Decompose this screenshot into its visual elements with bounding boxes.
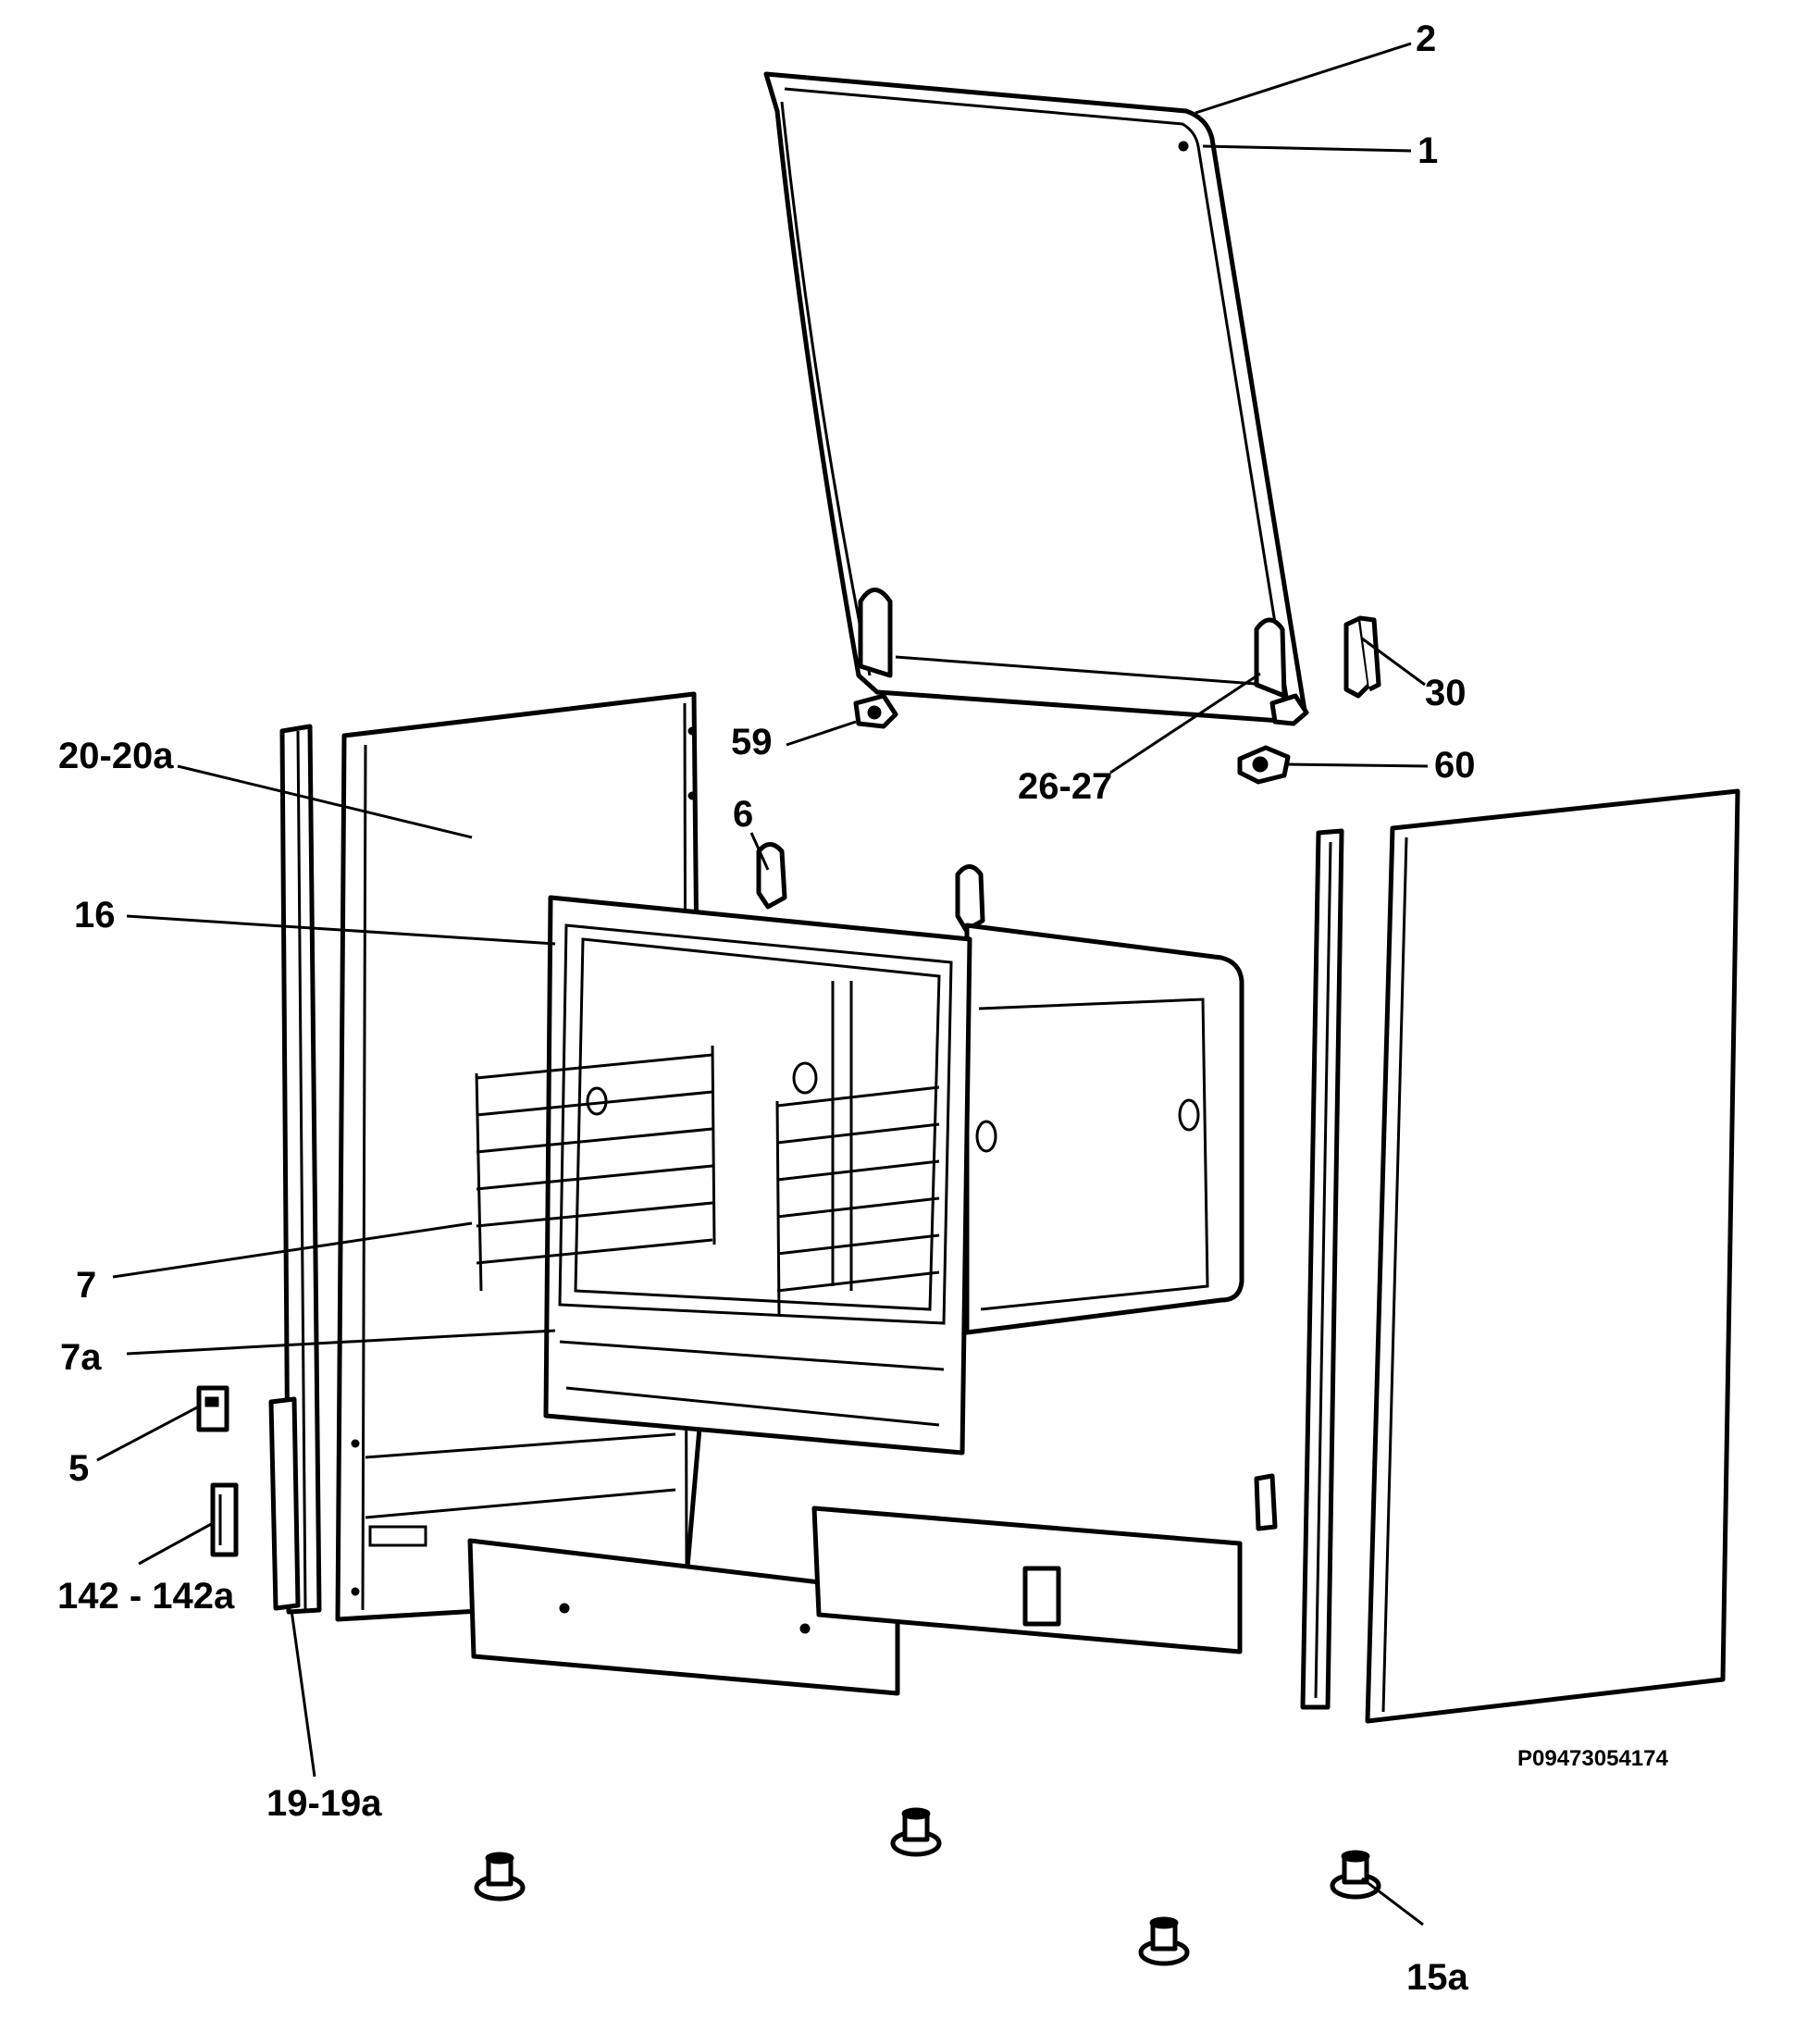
right-side-panel bbox=[1365, 788, 1740, 1724]
hook-6 bbox=[756, 842, 985, 933]
top-cover-panel bbox=[763, 71, 1307, 725]
foot-4 bbox=[1330, 1850, 1381, 1900]
lower-rear-panel bbox=[811, 1505, 1243, 1654]
clip-right bbox=[1254, 1473, 1278, 1531]
bracket-142 bbox=[210, 1482, 239, 1557]
oven-rack-right bbox=[775, 1085, 940, 1315]
callout-15a: 15a bbox=[1406, 1957, 1468, 1998]
callout-1: 1 bbox=[1418, 130, 1438, 171]
bracket-5 bbox=[196, 1385, 229, 1432]
clip-30 bbox=[1343, 615, 1381, 699]
fastener-60 bbox=[1237, 745, 1291, 785]
lower-front-panel bbox=[467, 1538, 900, 1696]
foot-2 bbox=[890, 1807, 942, 1857]
callout-2: 2 bbox=[1416, 19, 1436, 59]
callout-6: 6 bbox=[733, 794, 753, 835]
callout-19-19a: 19-19a bbox=[266, 1783, 382, 1824]
callout-labels: 2 1 30 59 26-27 60 20-20a 6 16 7 7a 5 14… bbox=[57, 19, 1668, 1998]
callout-59: 59 bbox=[731, 722, 773, 762]
foot-1 bbox=[474, 1852, 526, 1902]
left-front-trim bbox=[268, 724, 322, 1615]
right-front-trim bbox=[1300, 828, 1344, 1710]
callout-30: 30 bbox=[1425, 673, 1467, 713]
callout-5: 5 bbox=[68, 1448, 89, 1489]
oven-rack-left bbox=[475, 1045, 716, 1292]
callout-20-20a: 20-20a bbox=[58, 736, 174, 776]
callout-60: 60 bbox=[1434, 745, 1476, 786]
drawing-code: P09473054174 bbox=[1517, 1746, 1668, 1771]
hinge-pin-59 bbox=[853, 693, 898, 729]
foot-3 bbox=[1138, 1916, 1190, 1966]
oven-cavity bbox=[543, 895, 1244, 1456]
callout-7: 7 bbox=[76, 1265, 96, 1306]
callout-26-27: 26-27 bbox=[1018, 766, 1112, 807]
leader-lines bbox=[96, 42, 1429, 1927]
callout-16: 16 bbox=[74, 895, 116, 935]
callout-142-142a: 142 - 142a bbox=[57, 1576, 235, 1617]
hinge-pin-right bbox=[1269, 693, 1309, 726]
callout-7a: 7a bbox=[60, 1337, 102, 1378]
